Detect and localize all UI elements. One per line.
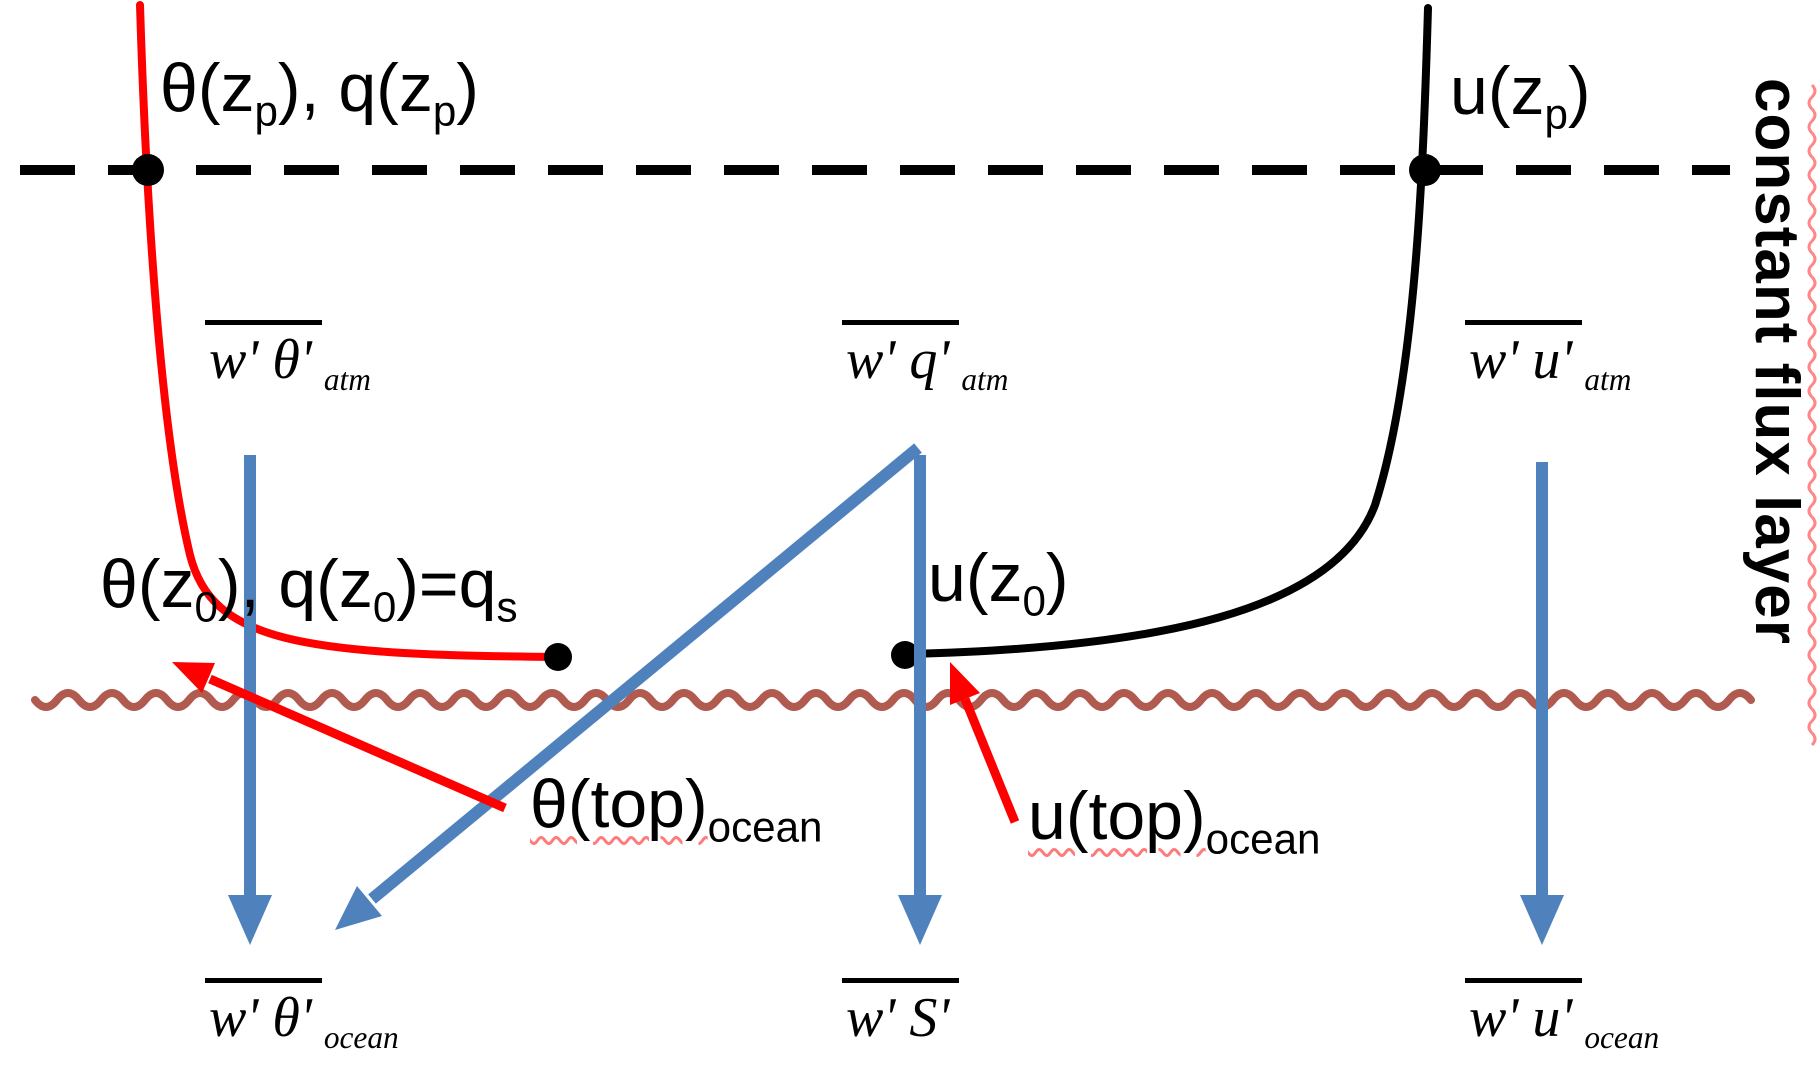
label-flux-s-ocean: w' S': [842, 978, 961, 1050]
label-theta-q-z0: θ(z0), q(z0)=qs: [100, 546, 518, 631]
u-z0-point: [891, 641, 919, 669]
label-u-top-ocean: u(top)ocean: [1028, 778, 1321, 863]
u-zp-point: [1409, 154, 1441, 186]
label-theta-top-ocean: θ(top)ocean: [530, 766, 823, 851]
ocean-surface: [31, 689, 1755, 711]
label-flux-q-atm: w' q'atm: [842, 320, 1008, 395]
label-u-zp: u(zp): [1450, 53, 1591, 138]
theta-flux-arrow: [228, 455, 272, 945]
spellcheck-underline-constant-flux-layer: [1807, 83, 1817, 747]
theta-q-z0-point: [544, 643, 572, 671]
label-u-z0: u(z0): [928, 540, 1069, 625]
theta-q-zp-point: [132, 154, 164, 186]
q-flux-arrowhead-icon: [898, 895, 942, 945]
theta-flux-arrowhead-icon: [228, 895, 272, 945]
u-top-pointer-arrowhead-icon: [950, 662, 980, 705]
label-theta-q-zp: θ(zp), q(zp): [160, 50, 479, 135]
u-flux-arrowhead-icon: [1520, 895, 1564, 945]
label-flux-u-atm: w' u'atm: [1465, 320, 1631, 395]
theta-top-ocean-pointer-arrow: [172, 662, 507, 813]
u-flux-arrow: [1520, 462, 1564, 945]
diagonal-flux-arrowhead-icon: [335, 886, 382, 930]
q-to-theta-ocean-flux-arrow: [335, 443, 922, 930]
label-flux-u-ocean: w' u'ocean: [1465, 978, 1659, 1053]
label-constant-flux-layer: constant flux layer: [1742, 78, 1811, 645]
label-flux-theta-ocean: w' θ'ocean: [205, 978, 399, 1053]
theta-top-pointer-arrowhead-icon: [172, 662, 215, 693]
u-top-ocean-pointer-arrow: [950, 662, 1020, 824]
label-flux-theta-atm: w' θ'atm: [205, 320, 371, 395]
q-to-salinity-flux-arrow: [898, 455, 942, 945]
